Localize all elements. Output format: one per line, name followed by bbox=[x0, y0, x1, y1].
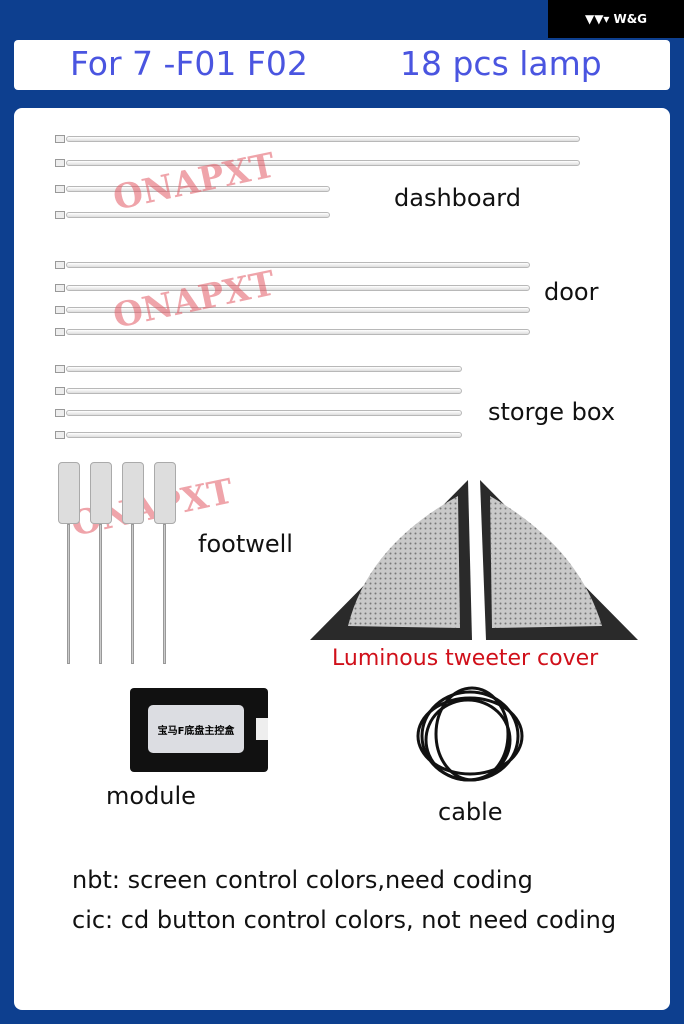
light-strip bbox=[66, 136, 580, 142]
storage-box-label: storge box bbox=[488, 398, 616, 426]
note-cic: cic: cd button control colors, not need … bbox=[72, 906, 617, 934]
light-strip bbox=[66, 186, 330, 192]
light-strip bbox=[66, 388, 462, 394]
footwell-label: footwell bbox=[198, 530, 293, 558]
strip-connector-icon bbox=[55, 185, 65, 193]
footwell-wire bbox=[99, 524, 102, 664]
light-strip bbox=[66, 410, 462, 416]
strip-connector-icon bbox=[55, 159, 65, 167]
lamp-count: 18 pcs lamp bbox=[400, 44, 602, 83]
footwell-wire bbox=[163, 524, 166, 664]
tweeter-covers bbox=[310, 480, 638, 640]
footwell-lamp bbox=[154, 462, 176, 524]
light-strip bbox=[66, 212, 330, 218]
strip-connector-icon bbox=[55, 387, 65, 395]
control-module: 宝马F底盘主控盒 bbox=[130, 688, 268, 772]
model-title: For 7 -F01 F02 bbox=[70, 44, 308, 83]
strip-connector-icon bbox=[55, 328, 65, 336]
light-strip bbox=[66, 285, 530, 291]
footwell-lamp bbox=[58, 462, 80, 524]
strip-connector-icon bbox=[55, 409, 65, 417]
cable-label: cable bbox=[438, 798, 503, 826]
module-sticker: 宝马F底盘主控盒 bbox=[148, 705, 244, 753]
title-bar: For 7 -F01 F02 18 pcs lamp bbox=[14, 40, 670, 90]
module-label: module bbox=[106, 782, 196, 810]
strip-connector-icon bbox=[55, 431, 65, 439]
footwell-lamp bbox=[90, 462, 112, 524]
light-strip bbox=[66, 366, 462, 372]
light-strip bbox=[66, 262, 530, 268]
strip-connector-icon bbox=[55, 365, 65, 373]
brand-logo: ▼▼▾W&G bbox=[548, 0, 684, 38]
tweeter-label: Luminous tweeter cover bbox=[332, 646, 599, 671]
strip-connector-icon bbox=[55, 306, 65, 314]
light-strip bbox=[66, 432, 462, 438]
footwell-lamp bbox=[122, 462, 144, 524]
footwell-wire bbox=[67, 524, 70, 664]
cable-harness bbox=[416, 686, 524, 782]
light-strip bbox=[66, 329, 530, 335]
light-strip bbox=[66, 160, 580, 166]
light-strip bbox=[66, 307, 530, 313]
strip-connector-icon bbox=[55, 261, 65, 269]
strip-connector-icon bbox=[55, 284, 65, 292]
module-connector bbox=[256, 718, 268, 740]
door-label: door bbox=[544, 278, 599, 306]
strip-connector-icon bbox=[55, 211, 65, 219]
strip-connector-icon bbox=[55, 135, 65, 143]
note-nbt: nbt: screen control colors,need coding bbox=[72, 866, 533, 894]
dashboard-label: dashboard bbox=[394, 184, 521, 212]
logo-icon: ▼▼▾ bbox=[584, 12, 610, 26]
footwell-wire bbox=[131, 524, 134, 664]
